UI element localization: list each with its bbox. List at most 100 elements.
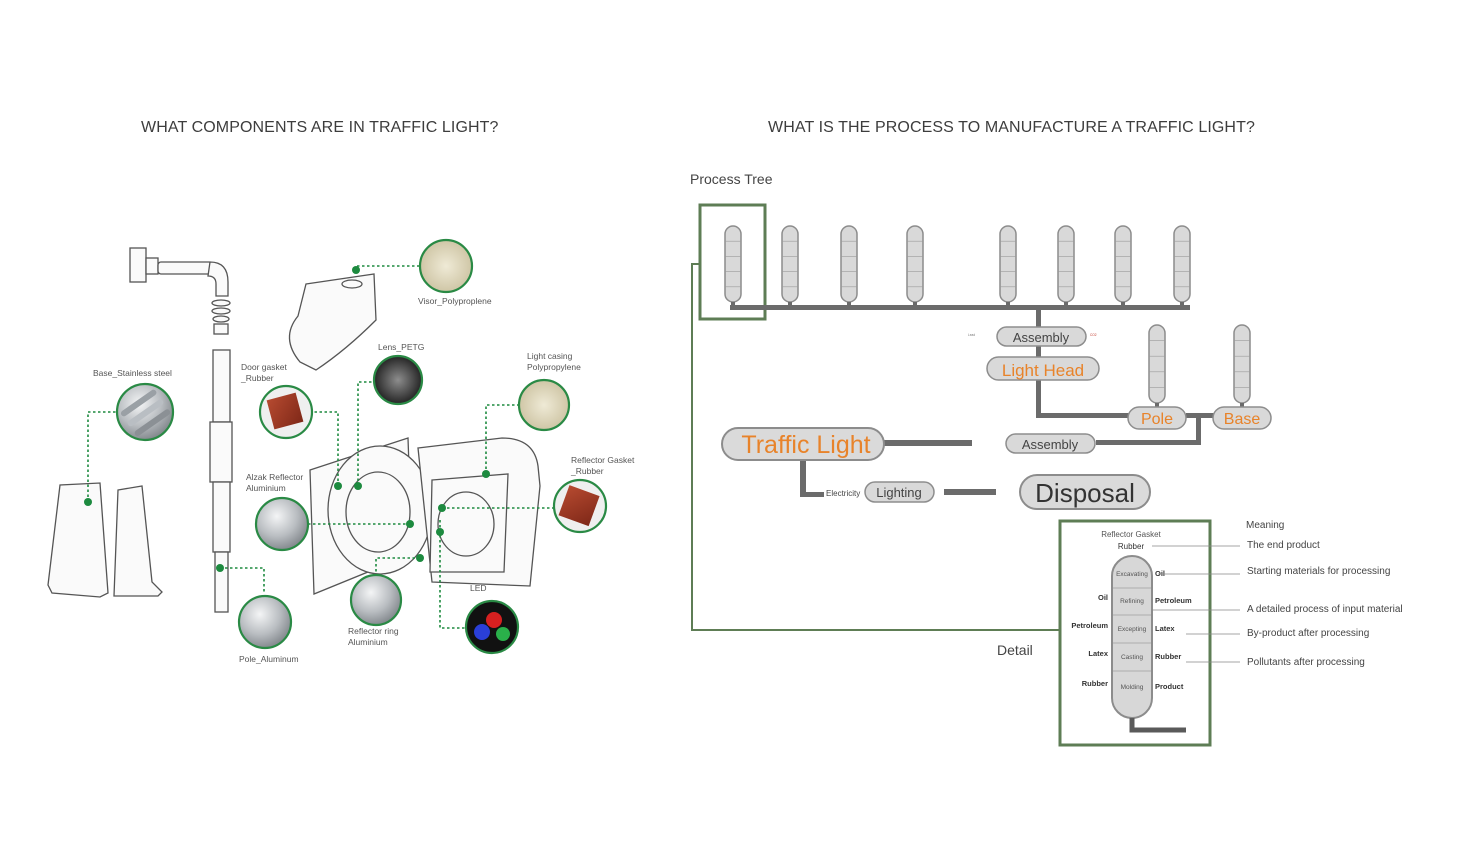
base-node[interactable]: Base	[1212, 406, 1272, 430]
reflector-gasket-label-line2: _Rubber	[570, 466, 604, 476]
lighting-label: Lighting	[876, 485, 922, 500]
components-diagram: Visor_Polyproplene Lens_PETG Light casin…	[47, 238, 635, 664]
process-column-stem	[913, 302, 917, 305]
detail-output-label: Latex	[1155, 624, 1175, 633]
detail-box: Reflector Gasket Rubber ExcavatingRefini…	[1058, 519, 1212, 747]
reflector-material-icon	[254, 496, 310, 552]
reflector-ring-label-line2: Aluminium	[348, 637, 388, 647]
light-head-node[interactable]: Light Head	[986, 356, 1100, 381]
door-gasket-material-icon	[258, 384, 314, 440]
alzak-reflector-label-line1: Alzak Reflector	[246, 472, 303, 482]
legend-item-pollutants: Pollutants after processing	[1247, 657, 1365, 668]
visor-material-icon	[418, 238, 474, 294]
legend-item-by-product: By-product after processing	[1247, 628, 1369, 639]
legend-title: Meaning	[1246, 520, 1284, 531]
detail-label: Detail	[997, 642, 1033, 658]
process-columns	[724, 225, 1251, 407]
process-column	[724, 225, 742, 303]
door-gasket-label-line2: _Rubber	[240, 373, 274, 383]
base-drawing	[47, 482, 163, 598]
visor-label: Visor_Polyproplene	[418, 296, 492, 306]
right-heading: WHAT IS THE PROCESS TO MANUFACTURE A TRA…	[768, 119, 1255, 136]
detail-connector	[691, 203, 1060, 631]
casing-label-line2: Polypropylene	[527, 362, 581, 372]
electricity-label: Electricity	[826, 489, 860, 498]
process-column	[1233, 324, 1251, 404]
base-label: Base_Stainless steel	[93, 368, 172, 378]
disposal-node[interactable]: Disposal	[1019, 474, 1151, 510]
process-column-stem	[1155, 403, 1159, 407]
process-column	[840, 225, 858, 303]
pole-drawing	[209, 349, 233, 613]
lighting-node[interactable]: Lighting	[864, 481, 935, 503]
visor-drawing	[288, 273, 377, 371]
door-gasket-label-line1: Door gasket	[241, 362, 287, 372]
process-column	[1148, 324, 1166, 404]
casing-material-icon	[517, 378, 571, 432]
process-diagram: Process Tree Assembly Lead CO2 Light Hea…	[690, 171, 1403, 747]
pole-material-icon	[237, 594, 293, 650]
legend: Meaning The end product Starting materia…	[1152, 520, 1403, 668]
process-column	[1173, 225, 1191, 303]
detail-step-label: Excepting	[1118, 626, 1147, 633]
detail-heading: Reflector Gasket	[1101, 530, 1161, 539]
disposal-label: Disposal	[1035, 478, 1135, 508]
alzak-reflector-label-line2: Aluminium	[246, 483, 286, 493]
reflector-ring-label-line1: Reflector ring	[348, 626, 399, 636]
base-material-icon	[115, 382, 175, 442]
detail-step-label: Molding	[1121, 684, 1144, 691]
lens-material-icon	[372, 354, 424, 406]
led-label: LED	[470, 583, 487, 593]
legend-item-starting-materials: Starting materials for processing	[1247, 566, 1390, 577]
detail-product: Rubber	[1118, 542, 1145, 551]
ring-material-icon	[349, 573, 403, 627]
process-column	[781, 225, 799, 303]
detail-output-label: Oil	[1155, 569, 1165, 578]
process-column-stem	[731, 302, 735, 305]
base-node-label: Base	[1224, 411, 1261, 428]
process-column-stem	[1064, 302, 1068, 305]
pole-label: Pole_Aluminum	[239, 654, 299, 664]
traffic-light-node[interactable]: Traffic Light	[721, 427, 885, 461]
detail-steps: ExcavatingRefiningExceptingCastingMoldin…	[1071, 569, 1192, 691]
process-column	[999, 225, 1017, 303]
traffic-light-label: Traffic Light	[741, 431, 870, 459]
detail-input-label: Latex	[1088, 649, 1108, 658]
leader-lines	[87, 265, 555, 629]
detail-output-label: Petroleum	[1155, 596, 1192, 605]
detail-input-label: Rubber	[1082, 679, 1108, 688]
legend-item-detailed-process: A detailed process of input material	[1247, 604, 1403, 615]
light-head-label: Light Head	[1002, 361, 1084, 380]
svg-text:CO2: CO2	[1090, 333, 1097, 337]
assembly-node-top[interactable]: Assembly	[996, 326, 1087, 347]
process-column-stem	[1121, 302, 1125, 305]
detail-step-label: Casting	[1121, 654, 1143, 661]
detail-output-label: Rubber	[1155, 652, 1181, 661]
pole-node[interactable]: Pole	[1127, 406, 1187, 430]
legend-item-end-product: The end product	[1247, 540, 1320, 551]
assembly-bottom-label: Assembly	[1022, 437, 1079, 452]
process-column-stem	[788, 302, 792, 305]
process-column	[1114, 225, 1132, 303]
detail-input-label: Oil	[1098, 593, 1108, 602]
process-column-stem	[1240, 403, 1244, 407]
detail-step-label: Excavating	[1116, 571, 1148, 578]
left-heading: WHAT COMPONENTS ARE IN TRAFFIC LIGHT?	[141, 119, 499, 136]
lens-label: Lens_PETG	[378, 342, 424, 352]
svg-text:Lead: Lead	[968, 333, 975, 337]
process-column-stem	[1180, 302, 1184, 305]
process-column	[1057, 225, 1075, 303]
tree-connectors	[730, 305, 1216, 497]
assembly-top-label: Assembly	[1013, 330, 1070, 345]
reflector-gasket-material-icon	[552, 478, 608, 534]
process-column-stem	[847, 302, 851, 305]
detail-step-label: Refining	[1120, 598, 1144, 605]
process-column	[906, 225, 924, 303]
casing-label-line1: Light casing	[527, 351, 573, 361]
process-column-stem	[1006, 302, 1010, 305]
light-head-drawing	[309, 437, 541, 595]
assembly-node-bottom[interactable]: Assembly	[1005, 433, 1096, 454]
pole-node-label: Pole	[1141, 411, 1173, 428]
detail-output-label: Product	[1155, 682, 1184, 691]
pole-fittings	[129, 247, 231, 335]
